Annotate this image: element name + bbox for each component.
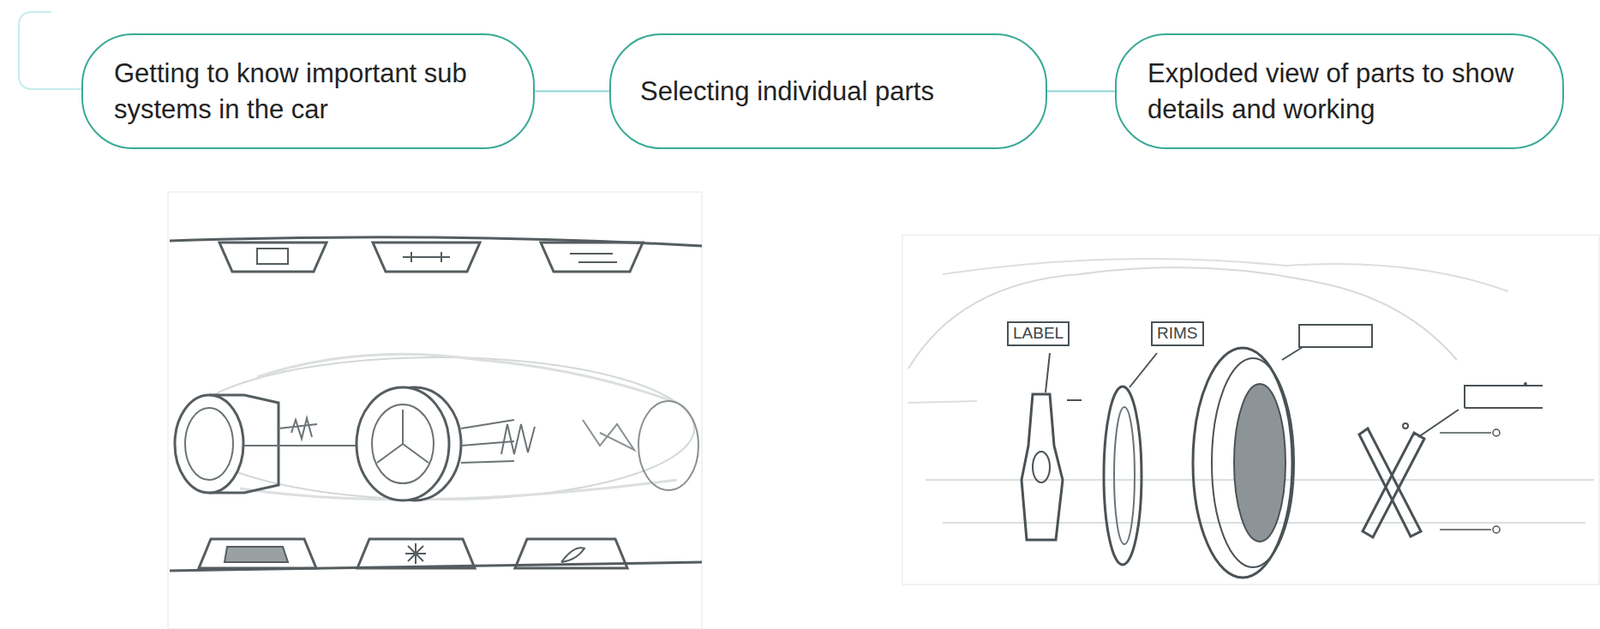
process-box: Getting to know important sub systems in… [81,33,535,150]
step-text: Selecting individual parts [640,73,935,109]
connector-line [534,90,610,93]
sketch-label: RIMS [1150,321,1205,347]
sketch-label: LABEL [1006,321,1070,347]
process-box: Exploded view of parts to show details a… [1114,33,1565,150]
process-box: Selecting individual parts [609,33,1048,150]
step-text: Getting to know important sub systems in… [113,55,492,126]
connector-line [1047,90,1115,93]
exploded-wheel-sketch [902,234,1600,585]
step-text: Exploded view of parts to show details a… [1147,55,1534,126]
bracket [18,11,82,90]
subsystem-sketch [167,191,702,629]
